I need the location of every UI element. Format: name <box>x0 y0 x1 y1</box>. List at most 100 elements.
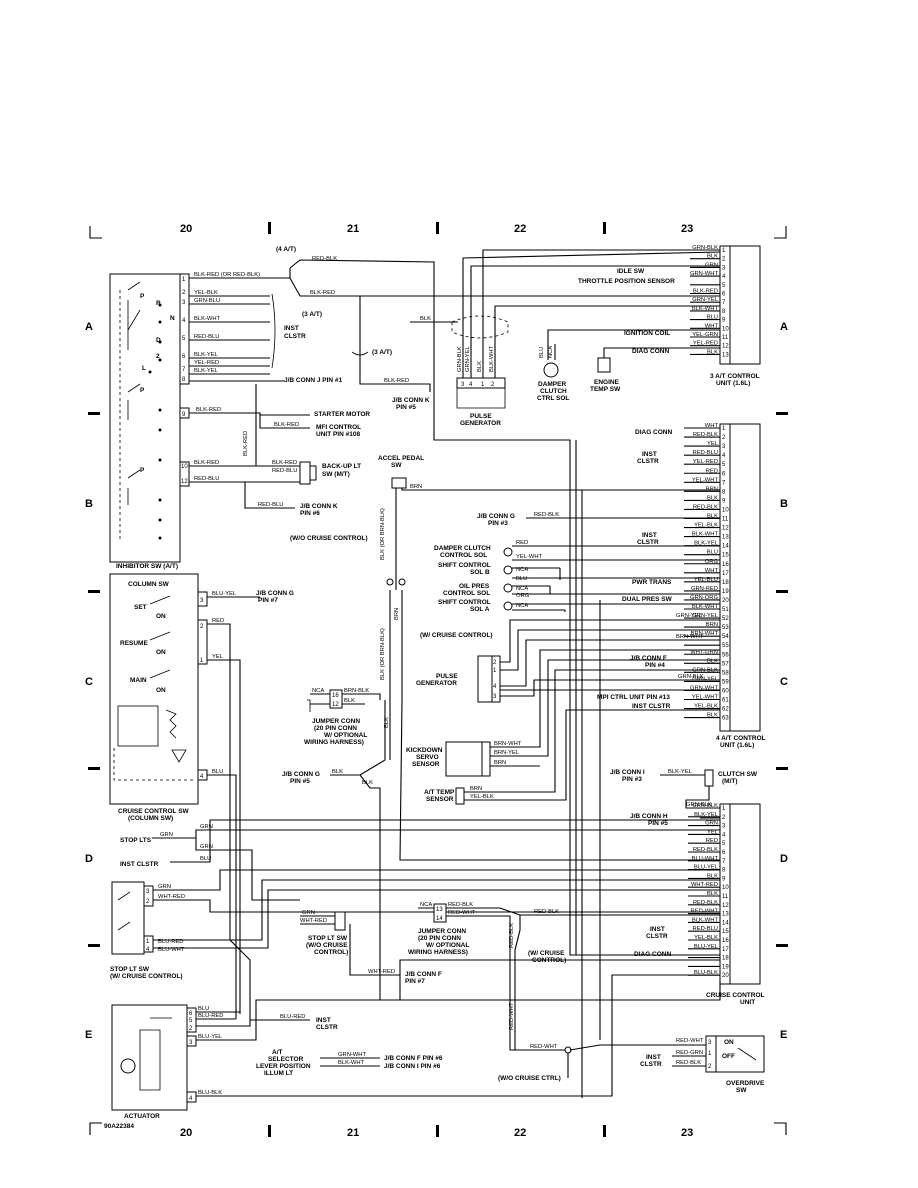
pin-number: 63 <box>722 716 729 722</box>
svg-text:RED-WHT: RED-WHT <box>676 1038 704 1044</box>
pin-number: 5 <box>722 841 726 847</box>
svg-text:J/B CONN H: J/B CONN H <box>630 813 668 820</box>
svg-text:1: 1 <box>182 277 186 283</box>
pin-number: 4 <box>722 453 726 459</box>
svg-text:4: 4 <box>182 318 186 324</box>
svg-text:GENERATOR: GENERATOR <box>460 420 501 427</box>
svg-text:ACCEL PEDAL: ACCEL PEDAL <box>378 455 424 462</box>
svg-text:RED-WHT: RED-WHT <box>530 1044 558 1050</box>
svg-text:3: 3 <box>708 1040 712 1046</box>
svg-text:4: 4 <box>469 382 473 388</box>
svg-text:BLU: BLU <box>539 347 545 358</box>
svg-text:PIN #7: PIN #7 <box>405 978 425 985</box>
svg-text:CONTROL): CONTROL) <box>532 957 566 964</box>
svg-text:SERVO: SERVO <box>416 754 439 761</box>
pin-wire-label: BLU <box>707 550 718 556</box>
svg-text:CLSTR: CLSTR <box>637 458 659 465</box>
svg-text:RED-BLU: RED-BLU <box>272 468 297 474</box>
svg-text:2: 2 <box>156 353 160 360</box>
pin-number: 20 <box>722 973 729 979</box>
svg-text:A: A <box>85 321 93 333</box>
pin-wire-label: GRN-BLK <box>692 245 718 251</box>
pin-wire-label: YEL-WHT <box>692 477 719 483</box>
pin-wire-label: BLU-YEL <box>694 865 719 871</box>
svg-text:PIN #5: PIN #5 <box>396 404 416 411</box>
svg-text:CLSTR: CLSTR <box>640 1061 662 1068</box>
svg-text:J/B CONN G: J/B CONN G <box>477 513 515 520</box>
svg-text:WHT-RED: WHT-RED <box>158 894 185 900</box>
svg-text:J/B CONN F: J/B CONN F <box>630 655 667 662</box>
svg-text:J/B CONN I PIN #6: J/B CONN I PIN #6 <box>384 1063 441 1070</box>
svg-text:ON: ON <box>724 1039 734 1046</box>
pin-wire-label: BLK <box>707 349 718 355</box>
svg-text:SENSOR: SENSOR <box>412 761 440 768</box>
svg-text:NCA: NCA <box>312 688 324 694</box>
pin-number: 2 <box>722 435 726 441</box>
pin-number: 6 <box>722 850 726 856</box>
pin-wire-label: BLK-WHT <box>692 604 719 610</box>
svg-text:INST: INST <box>642 532 657 539</box>
svg-text:RED-GRN: RED-GRN <box>676 1050 703 1056</box>
pin-wire-label: RED-BLK <box>693 504 718 510</box>
pin-wire-label: BLU <box>707 315 718 321</box>
pin-wire-label: GRN-YEL <box>692 297 719 303</box>
svg-text:GRN-BLK: GRN-BLK <box>686 802 712 808</box>
actuator: 6 5 2 3 4 ACTUATOR BLU BLU-RED BLU-RED I… <box>111 974 721 1120</box>
svg-text:SOL B: SOL B <box>470 569 490 576</box>
svg-text:RED: RED <box>212 618 224 624</box>
svg-text:YEL-BLK: YEL-BLK <box>194 290 218 296</box>
svg-text:BLU-RED: BLU-RED <box>158 939 183 945</box>
col-label: 21 <box>347 1127 359 1139</box>
pin-number: 54 <box>722 634 729 640</box>
svg-text:GRN-YEL: GRN-YEL <box>465 345 471 372</box>
pin-wire-label: GRN-YEL <box>692 676 719 682</box>
svg-text:UNIT (1.6L): UNIT (1.6L) <box>720 742 754 749</box>
svg-text:BLK-WHT: BLK-WHT <box>489 345 495 372</box>
svg-text:PIN #7: PIN #7 <box>258 597 278 604</box>
pin-number: 10 <box>722 507 729 513</box>
pin-number: 4 <box>722 832 726 838</box>
svg-text:SOL A: SOL A <box>470 606 490 613</box>
svg-text:C: C <box>780 676 788 688</box>
svg-text:ILLUM LT: ILLUM LT <box>264 1070 293 1077</box>
pin-number: 62 <box>722 707 729 713</box>
svg-text:(4 A/T): (4 A/T) <box>276 246 296 253</box>
svg-text:J/B CONN K: J/B CONN K <box>300 503 338 510</box>
svg-text:ACTUATOR: ACTUATOR <box>124 1113 160 1120</box>
svg-text:6: 6 <box>182 354 186 360</box>
svg-text:STOP LT SW: STOP LT SW <box>110 966 150 973</box>
svg-text:MAIN: MAIN <box>130 677 147 684</box>
pin-number: 7 <box>722 480 726 486</box>
svg-text:3: 3 <box>493 694 497 700</box>
svg-text:RED-BLK: RED-BLK <box>509 923 515 948</box>
svg-text:PIN #3: PIN #3 <box>622 776 642 783</box>
svg-text:CTRL SOL: CTRL SOL <box>537 395 569 402</box>
svg-text:BLK-RED: BLK-RED <box>196 407 221 413</box>
svg-text:C: C <box>85 676 93 688</box>
pin-number: 12 <box>722 526 729 532</box>
svg-text:DAMPER: DAMPER <box>538 381 566 388</box>
pin-number: 1 <box>722 248 726 254</box>
svg-text:BRN: BRN <box>470 786 482 792</box>
inhibitor-label: INHIBITOR SW (A/T) <box>116 563 178 570</box>
svg-text:3 A/T CONTROL: 3 A/T CONTROL <box>710 373 760 380</box>
pin-wire-label: BLU-YEL <box>694 944 719 950</box>
svg-text:BLU: BLU <box>212 769 223 775</box>
svg-text:6: 6 <box>189 1011 193 1017</box>
svg-text:J/B CONN F PIN #6: J/B CONN F PIN #6 <box>384 1055 443 1062</box>
pin-number: 5 <box>722 462 726 468</box>
svg-text:16: 16 <box>332 693 339 699</box>
stop-lt-switch-nc: GRN WHT-RED STOP LT SW (W/O CRUISE CONTR… <box>300 910 442 985</box>
pin-wire-label: GRN-YEL <box>692 613 719 619</box>
svg-text:BRN-WHT: BRN-WHT <box>676 634 704 640</box>
pin-wire-label: WHT <box>705 423 719 429</box>
svg-text:NCA: NCA <box>516 603 528 609</box>
svg-text:4 A/T CONTROL: 4 A/T CONTROL <box>716 735 766 742</box>
svg-text:10: 10 <box>181 464 188 470</box>
svg-text:SHIFT CONTROL: SHIFT CONTROL <box>438 599 491 606</box>
pin-number: 20 <box>722 598 729 604</box>
svg-text:BLK-RED: BLK-RED <box>384 378 409 384</box>
svg-text:BRN: BRN <box>394 608 400 620</box>
col-label: 23 <box>681 223 693 235</box>
